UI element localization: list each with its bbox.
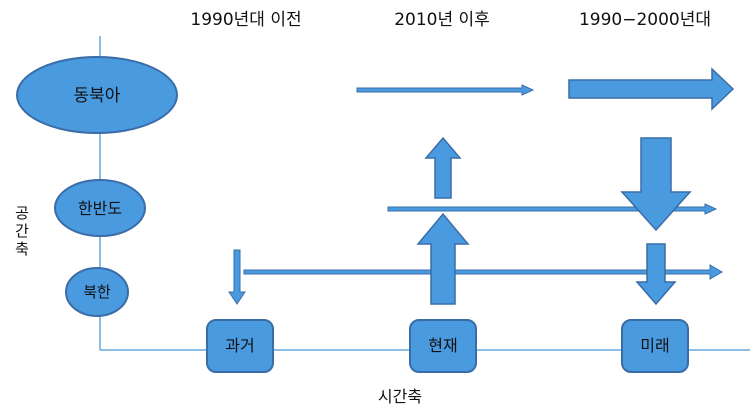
large-down-arrow-future	[620, 137, 692, 232]
medium-down-arrow-future	[635, 243, 677, 306]
period-label-after-2010: 2010년 이후	[394, 10, 490, 30]
space-axis-label-char-1: 공	[15, 204, 29, 222]
time-stage-past-label: 과거	[225, 336, 254, 355]
time-stage-future-label: 미래	[640, 336, 669, 355]
thin-right-arrow-korean-peninsula	[387, 203, 718, 215]
level-label-north-korea: 북한	[83, 283, 111, 301]
level-label-northeast-asia: 동북아	[74, 86, 121, 106]
thin-right-arrow-northeast-asia	[356, 84, 535, 96]
medium-up-arrow-present	[424, 136, 462, 199]
space-axis-label-char-3: 축	[15, 240, 29, 258]
large-up-arrow-present	[416, 212, 470, 305]
period-label-before-1990s: 1990년대 이전	[190, 10, 301, 30]
time-stage-present-label: 현재	[428, 336, 457, 355]
time-stage-present-box	[409, 319, 477, 373]
level-label-korean-peninsula: 한반도	[78, 199, 122, 218]
level-node-northeast-asia	[16, 56, 178, 134]
level-node-north-korea	[65, 267, 129, 317]
period-label-1990-2000s: 1990−2000년대	[579, 10, 711, 30]
space-axis-label-char-2: 간	[15, 222, 29, 240]
small-down-arrow-past	[228, 249, 246, 305]
time-stage-past-box	[206, 319, 274, 373]
thin-right-arrow-north-korea	[243, 264, 723, 280]
level-node-korean-peninsula	[54, 179, 146, 237]
time-stage-future-box	[621, 319, 689, 373]
time-axis-label: 시간축	[378, 387, 422, 406]
thick-right-arrow-northeast-asia	[568, 67, 735, 111]
